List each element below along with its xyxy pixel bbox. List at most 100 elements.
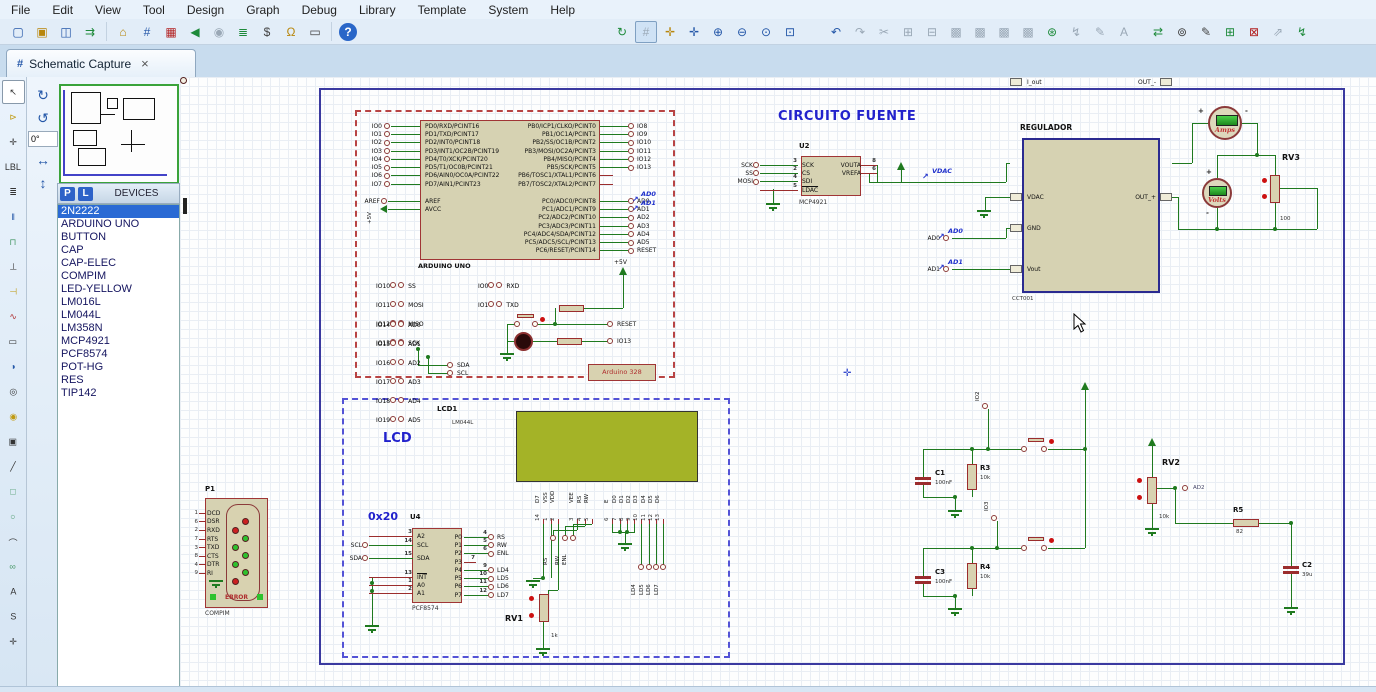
ld7-terminal[interactable] bbox=[660, 564, 666, 570]
c1-plate[interactable] bbox=[915, 477, 931, 480]
device-list-item[interactable]: CAP bbox=[58, 244, 179, 257]
block-rotate-icon[interactable]: ▩ bbox=[993, 21, 1015, 43]
compim-pins[interactable]: 1DCD6DSR2RXD7RTS3TXD8CTS4DTR9RI bbox=[190, 509, 266, 578]
wire-label-ad0[interactable]: AD0 bbox=[948, 227, 963, 235]
magnify-icon[interactable]: ⊛ bbox=[1041, 21, 1063, 43]
menu-item[interactable]: Tool bbox=[132, 2, 176, 18]
regulator-body[interactable] bbox=[1022, 138, 1160, 293]
arduino-right-top-pins[interactable]: PB0/ICP1/CLKO/PCINT0IO8PB1/OC1A/PCINT1IO… bbox=[456, 122, 700, 188]
goto-sheet-icon[interactable]: ⇗ bbox=[1267, 21, 1289, 43]
button-io2[interactable] bbox=[1028, 438, 1044, 442]
device-list-item[interactable]: TIP142 bbox=[58, 387, 179, 400]
led-yellow[interactable] bbox=[514, 332, 533, 351]
io2-terminal[interactable] bbox=[982, 403, 988, 409]
c3-plate[interactable] bbox=[915, 581, 931, 584]
wire-label-ad1[interactable]: AD1 bbox=[641, 199, 656, 207]
led-series-resistor[interactable] bbox=[557, 338, 582, 345]
device-list-item[interactable]: COMPIM bbox=[58, 270, 179, 283]
device-list-item[interactable]: LM358N bbox=[58, 322, 179, 335]
device-list-item[interactable]: POT-HG bbox=[58, 361, 179, 374]
pot-adjust-icon[interactable] bbox=[1137, 478, 1142, 483]
c2-plate[interactable] bbox=[1283, 566, 1299, 569]
electrical-check-icon[interactable]: ↯ bbox=[1291, 21, 1313, 43]
block-move-icon[interactable]: ▩ bbox=[969, 21, 991, 43]
menu-item[interactable]: Edit bbox=[41, 2, 84, 18]
device-list-item[interactable]: PCF8574 bbox=[58, 348, 179, 361]
rotation-angle-input[interactable] bbox=[28, 131, 58, 147]
graphics-arc-icon[interactable]: ⌒ bbox=[2, 530, 25, 554]
wire-label-ad0[interactable]: AD0 bbox=[641, 190, 656, 198]
selection-mode-icon[interactable]: ↖ bbox=[2, 80, 25, 104]
menu-item[interactable]: Debug bbox=[291, 2, 348, 18]
device-list-item[interactable]: ARDUINO UNO bbox=[58, 218, 179, 231]
ld5-terminal[interactable] bbox=[646, 564, 652, 570]
rv3-pot-body[interactable] bbox=[1270, 175, 1280, 203]
overview-preview[interactable] bbox=[59, 84, 179, 184]
rotate-clockwise-icon[interactable]: ↻ bbox=[32, 85, 54, 105]
menu-item[interactable]: Graph bbox=[235, 2, 290, 18]
zoom-out-icon[interactable]: ⊖ bbox=[731, 21, 753, 43]
io13-terminal[interactable] bbox=[607, 338, 613, 344]
grid-toggle-icon[interactable]: # bbox=[635, 21, 657, 43]
arduino-serial-breakout[interactable]: IO0RXDIO1TXD bbox=[478, 273, 519, 311]
device-list-item[interactable]: LM044L bbox=[58, 309, 179, 322]
zoom-area-icon[interactable]: ⊡ bbox=[779, 21, 801, 43]
redo-icon[interactable]: ↷ bbox=[849, 21, 871, 43]
pot-adjust-icon[interactable] bbox=[529, 596, 534, 601]
device-list-item[interactable]: LED-YELLOW bbox=[58, 283, 179, 296]
device-list[interactable]: 2N2222ARDUINO UNOBUTTONCAPCAP-ELECCOMPIM… bbox=[57, 204, 180, 692]
r4-body[interactable] bbox=[967, 563, 977, 589]
library-manager-button[interactable]: L bbox=[78, 187, 93, 201]
rs-terminal[interactable] bbox=[550, 535, 556, 541]
graphics-symbol-icon[interactable]: S bbox=[2, 605, 25, 629]
cut-icon[interactable]: ✂ bbox=[873, 21, 895, 43]
undo-icon[interactable]: ↶ bbox=[825, 21, 847, 43]
junction-dot-mode-icon[interactable]: ✛ bbox=[2, 130, 25, 154]
u2-right-pins[interactable]: VOUTA8VREFA6 bbox=[809, 161, 899, 178]
block-delete-icon[interactable]: ▩ bbox=[1017, 21, 1039, 43]
graphics-marker-icon[interactable]: ✛ bbox=[2, 630, 25, 654]
new-sheet-icon[interactable]: ⊞ bbox=[1219, 21, 1241, 43]
voltage-probe-mode-icon[interactable]: ◎ bbox=[2, 380, 25, 404]
button-io3[interactable] bbox=[1028, 537, 1044, 541]
graphics-box-icon[interactable]: □ bbox=[2, 480, 25, 504]
device-list-item[interactable]: 2N2222 bbox=[58, 205, 179, 218]
ad2-terminal[interactable] bbox=[1182, 485, 1188, 491]
graphics-text-icon[interactable]: A bbox=[2, 580, 25, 604]
graphics-circle-icon[interactable]: ○ bbox=[2, 505, 25, 529]
menu-item[interactable]: File bbox=[0, 2, 41, 18]
sda-terminal[interactable] bbox=[447, 362, 453, 368]
pick-devices-button[interactable]: P bbox=[60, 187, 75, 201]
wire-label-vdac[interactable]: VDAC bbox=[932, 167, 952, 175]
wire-autorouter-icon[interactable]: ↯ bbox=[1065, 21, 1087, 43]
component-mode-icon[interactable]: ⊳ bbox=[2, 105, 25, 129]
text-script-mode-icon[interactable]: ≣ bbox=[2, 180, 25, 204]
3d-visualizer-icon[interactable]: ◉ bbox=[208, 21, 230, 43]
wire-label-mode-icon[interactable]: LBL bbox=[2, 155, 25, 179]
reset-terminal[interactable] bbox=[607, 321, 613, 327]
open-project-icon[interactable]: ▣ bbox=[31, 21, 53, 43]
virtual-instruments-mode-icon[interactable]: ▣ bbox=[2, 430, 25, 454]
tab-schematic-capture[interactable]: # Schematic Capture × bbox=[6, 49, 196, 77]
help-icon[interactable]: ? bbox=[339, 23, 357, 41]
button-actuator-icon[interactable] bbox=[540, 317, 545, 322]
generator-mode-icon[interactable]: ◑ bbox=[2, 355, 25, 379]
arduino-right-bottom-pins[interactable]: PC0/ADC0/PCINT8AD0PC1/ADC1/PCINT9AD1PC2/… bbox=[456, 197, 700, 255]
search-tag-icon[interactable]: ✎ bbox=[1089, 21, 1111, 43]
menu-item[interactable]: Design bbox=[176, 2, 235, 18]
wire-label-ad1[interactable]: AD1 bbox=[948, 258, 963, 266]
pcb-layout-icon[interactable]: ▦ bbox=[160, 21, 182, 43]
tab-close-icon[interactable]: × bbox=[141, 56, 149, 71]
terminals-mode-icon[interactable]: ⊥ bbox=[2, 255, 25, 279]
block-copy-icon[interactable]: ▩ bbox=[945, 21, 967, 43]
graph-mode-icon[interactable]: ∿ bbox=[2, 305, 25, 329]
property-assignment-icon[interactable]: A bbox=[1113, 21, 1135, 43]
pot-adjust-icon[interactable] bbox=[529, 613, 534, 618]
mirror-horizontal-icon[interactable]: ↔ bbox=[32, 150, 54, 170]
save-project-icon[interactable]: ◫ bbox=[55, 21, 77, 43]
home-icon[interactable]: ⌂ bbox=[112, 21, 134, 43]
menu-item[interactable]: System bbox=[477, 2, 539, 18]
device-list-item[interactable]: LM016L bbox=[58, 296, 179, 309]
button-actuator-icon[interactable] bbox=[1049, 439, 1054, 444]
button-actuator-icon[interactable] bbox=[1049, 538, 1054, 543]
